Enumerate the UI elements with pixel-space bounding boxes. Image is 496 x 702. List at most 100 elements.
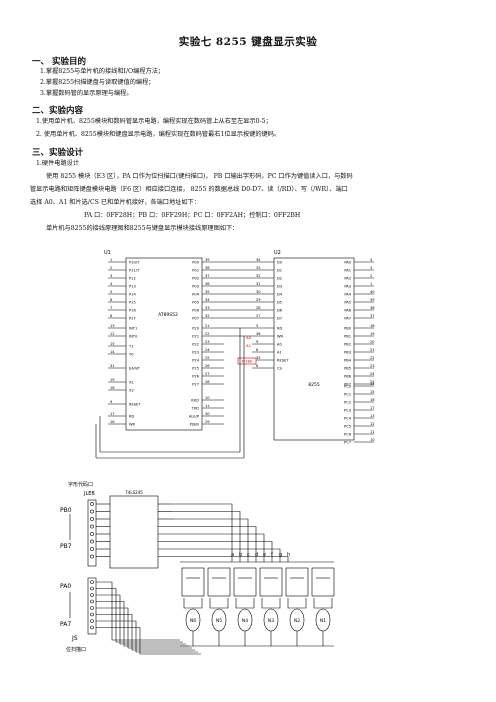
u1-right-pin-label: TXD [191,406,200,410]
section-3-heading: 三、实验设计 [32,148,84,158]
u2-right-pin-label: PB5 [344,366,351,370]
segment-label: c [247,552,250,558]
u1-right-pin-label: P00 [192,260,199,264]
u1-left-pin-label: WR [129,422,136,426]
s3-para-line-3: 选择 A0、A1 和片选/CS 已和单片机接好，各端口地址如下： [30,199,200,206]
segment-label: f [271,552,273,558]
pb7-label: PB7 [60,543,72,550]
u2-right-pin-label: PB6 [344,374,352,378]
u2-right-pin-label: PA0 [344,260,351,264]
jleb-pin [90,524,94,529]
digit-display [233,567,257,597]
u1-label: U1 [104,250,111,256]
u1-right-pin-num: 27 [205,372,210,376]
u1-right-pin-label: P21 [192,334,199,338]
segment-wire [184,556,289,562]
u1-right-pin-label: P01 [192,268,199,272]
digit-label: N2 [294,618,300,624]
ppi-name: 8255 [308,382,320,388]
js-connector [87,577,97,635]
u1-left-pin-num: 19 [110,378,115,382]
u2-chip [273,257,355,441]
u2-right-pin-label: PB7 [344,382,351,386]
u2-right-pin-label: PC7 [344,440,351,444]
digit-label: N3 [268,618,274,624]
u1-right-pin-label: P02 [192,276,199,280]
s1-item-1: 1.掌握8255与单片机的接线和I/O编程方法； [40,68,165,75]
digit-display [207,567,231,597]
cs-decoder [237,357,257,365]
u1-right-pin-num: 24 [205,348,210,352]
section-2-heading: 二、实验内容 [32,106,84,116]
u2-right-pin-num: 23 [370,364,375,368]
digit-display [285,567,309,597]
u2-right-pin-label: PC4 [344,416,352,420]
s3-para-line-2: 管显示电路和矩阵键盘模块电路（F6 区）相应接口连接， 8255 的数据总线 D… [30,186,348,193]
segment-wire [178,533,265,562]
u1-right-pin-num: 23 [205,340,210,344]
u2-right-pin-num: 12 [370,422,375,426]
u1-left-pin-num: 18 [110,386,115,390]
s1-item-3: 3.掌握数码管的显示原理与编程。 [40,90,133,97]
u1-right-pin-label: RXD [191,398,199,402]
u1-right-pin-num: 29 [205,420,210,424]
u2-label: U2 [274,250,281,256]
u2-left-pin-num: 30 [256,290,261,294]
u1-left-pin-label: P15 [129,300,136,304]
segment-label: g [279,552,282,558]
u2-right-pin-num: 25 [370,380,375,384]
js-pin [90,619,94,623]
js-pin [90,586,94,591]
pb0-label: PB0 [60,507,72,514]
u1-left-pin-label: P13 [129,284,136,288]
u1-left-pin-num: 8 [110,314,113,318]
segment-label: d [255,552,258,558]
u1-right-pin-num: 38 [205,266,210,270]
u2-left-pin-num: 34 [256,258,261,262]
doc-title: 实验七 8255 键盘显示实验 [178,36,318,48]
digit-transistor-lead [235,598,255,609]
digit-label: N4 [242,618,248,624]
u2-right-pin-label: PC2 [344,400,351,404]
u2-right-pin-num: 14 [370,382,375,386]
u1-right-pin-label: P25 [192,366,199,370]
u2-left-pin-num: 6 [256,364,259,368]
u2-right-pin-num: 11 [370,430,375,434]
u2-right-pin-label: PC6 [344,432,352,436]
segment-wire [174,518,249,562]
u2-right-pin-label: PA2 [344,276,351,280]
digit-transistor-lead [261,598,281,609]
u1-left-pin-num: 3 [110,274,112,278]
js-pin [90,599,94,604]
u1-left-pin-label: P17 [129,316,136,320]
digit-label: N5 [216,618,222,624]
u1-left-pin-label: P12 [129,276,136,280]
u2-left-pin-num: 5 [256,324,258,328]
segment-label: h [287,552,290,558]
u2-right-pin-label: PA5 [344,300,351,304]
js-pin [90,580,94,584]
s3-subheading: 1.硬件电路设计 [36,160,80,167]
u2-right-pin-num: 2 [370,274,372,278]
u1-left-pin-num: 14 [110,350,115,354]
u1-left-pin-label: INT0 [129,334,138,338]
u1-left-pin-label: X1 [129,380,134,384]
u1-right-pin-label: P06 [192,308,199,312]
u2-right-pin-label: PA1 [344,268,351,272]
u1-right-pin-num: 39 [205,258,210,262]
u2-right-pin-label: PA4 [344,292,351,296]
u1-right-pin-num: 30 [205,412,210,416]
u1-left-pin-label: EA/VP [129,366,140,370]
u1-left-pin-label: RESET [129,402,141,406]
s2-item-2: 2. 使用单片机、8255模块和键盘显示电路，编程实现在数码管最右1位显示按键的… [36,131,281,138]
u1-right-pin-label: P24 [192,358,199,362]
digit-scan-port-label: 位扫描口 [66,646,86,653]
u1-left-pin-num: 12 [110,332,115,336]
u1-left-pin-num: 4 [110,282,113,286]
buffer-name: 74LS245 [125,490,143,495]
u2-right-pin-num: 10 [370,438,375,442]
u2-right-pin-num: 15 [370,390,375,394]
u2-right-pin-num: 37 [370,314,375,318]
jleb-pin [90,539,94,544]
jleb-pin [90,547,94,551]
